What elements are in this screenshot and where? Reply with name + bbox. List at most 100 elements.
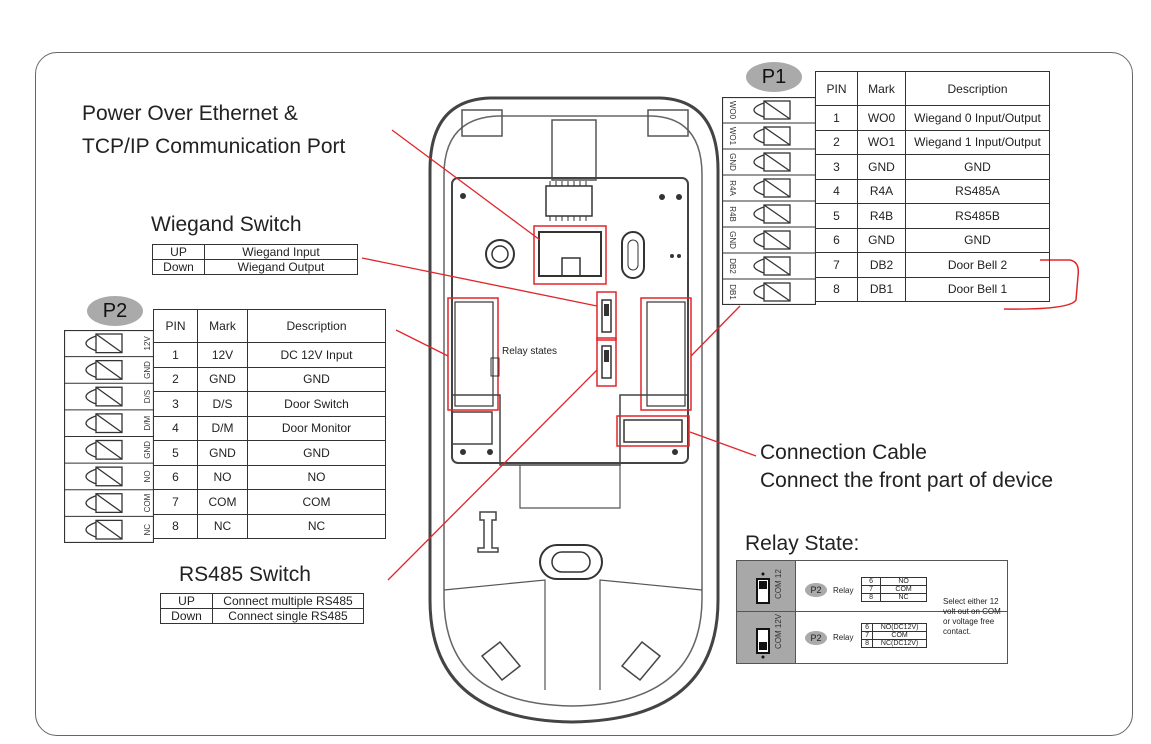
relay-states-small-label: Relay states [502, 346, 558, 357]
p2-cell-mark: D/S [197, 391, 248, 417]
p1-tag: P1 [746, 62, 802, 92]
p1-cell-pin: 2 [815, 129, 858, 155]
p1-cell-pin: 3 [815, 154, 858, 180]
p2-cell-mark: NC [197, 513, 248, 539]
connector-label: WO1 [728, 127, 737, 146]
connector-label: 12V [143, 336, 152, 351]
svg-text:COM 12V: COM 12V [774, 613, 783, 649]
p2-cell-desc: DC 12V Input [247, 342, 386, 368]
relay-note: Select either 12 volt out on COM or volt… [943, 597, 1001, 636]
p1-cell-mark: WO0 [857, 105, 906, 131]
connector-label: GND [728, 153, 737, 171]
connector-slot: 12V [64, 333, 154, 358]
connector-label: D/M [143, 416, 152, 431]
rs485-switch-label: RS485 Switch [179, 563, 311, 586]
poe-label-line2: TCP/IP Communication Port [82, 135, 346, 158]
p2-cell-mark: NO [197, 464, 248, 490]
p2-cell-mark: COM [197, 489, 248, 515]
p2-cell-desc: NC [247, 513, 386, 539]
p2-cell-pin: 3 [153, 391, 198, 417]
connector-slot: NO [64, 466, 154, 491]
table-row: UP Connect multiple RS485 [160, 593, 364, 609]
relay-jumpers: COM 12V COM 12V [756, 569, 783, 659]
p2-cell-mark: 12V [197, 342, 248, 368]
connector-label: WO0 [728, 101, 737, 120]
rs485-switch-table: UP Connect multiple RS485 Down Connect s… [160, 593, 364, 624]
connector-label: D/S [143, 390, 152, 403]
connector-slot: GND [64, 359, 154, 384]
p1-cell-desc: RS485B [905, 203, 1050, 229]
table-header-row: PIN Mark Description [153, 309, 386, 343]
p1-cell-desc: Wiegand 0 Input/Output [905, 105, 1050, 131]
table-row: Down Connect single RS485 [160, 608, 364, 624]
connector-label: GND [143, 441, 152, 459]
p1-cell-desc: Door Bell 1 [905, 276, 1050, 302]
p1-cell-desc: RS485A [905, 178, 1050, 204]
connection-cable-label: Connection Cable [760, 441, 927, 464]
wiegand-switch-table: UP Wiegand Input Down Wiegand Output [152, 244, 358, 275]
p1-cell-mark: GND [857, 154, 906, 180]
p2-cell-desc: Door Switch [247, 391, 386, 417]
table-row: Down Wiegand Output [152, 259, 358, 275]
table-header-row: PIN Mark Description [815, 71, 1050, 106]
connector-slot: DB2 [722, 256, 816, 280]
p1-cell-mark: R4A [857, 178, 906, 204]
p2-cell-pin: 1 [153, 342, 198, 368]
relay-p2-tag-top: P2 [805, 583, 827, 597]
connector-slot: R4B [722, 204, 816, 228]
p2-cell-pin: 5 [153, 440, 198, 466]
p2-tag: P2 [87, 296, 143, 326]
relay-state-title: Relay State: [745, 532, 860, 555]
p2-cell-desc: COM [247, 489, 386, 515]
pcb-board [451, 177, 689, 464]
relay-p2-tag-bottom: P2 [805, 631, 827, 645]
p2-cell-pin: 8 [153, 513, 198, 539]
connector-slot: D/M [64, 413, 154, 437]
p1-cell-pin: 7 [815, 252, 858, 278]
connector-slot: WO1 [722, 126, 816, 150]
device-casing [428, 96, 720, 724]
connector-slot: COM [64, 493, 154, 517]
p2-cell-pin: 6 [153, 464, 198, 490]
p1-cell-desc: Door Bell 2 [905, 252, 1050, 278]
connector-label: R4A [728, 180, 737, 196]
p2-cell-pin: 2 [153, 366, 198, 392]
p2-cell-desc: GND [247, 440, 386, 466]
p2-cell-mark: GND [197, 440, 248, 466]
connector-slot: GND [64, 439, 154, 464]
connector-label: GND [728, 231, 737, 249]
p1-cell-pin: 4 [815, 178, 858, 204]
connector-slot: NC [64, 519, 154, 543]
poe-label-line1: Power Over Ethernet & [82, 102, 298, 125]
p2-cell-desc: NO [247, 464, 386, 490]
connector-label: GND [143, 361, 152, 379]
table-row: UP Wiegand Input [152, 244, 358, 260]
relay-label-top: Relay [833, 586, 854, 595]
connection-cable-port [616, 415, 690, 447]
p1-cell-desc: GND [905, 154, 1050, 180]
p1-cell-pin: 6 [815, 227, 858, 253]
connector-label: DB2 [728, 258, 737, 274]
p1-cell-pin: 5 [815, 203, 858, 229]
p2-cell-mark: D/M [197, 415, 248, 441]
connector-slot: DB1 [722, 282, 816, 305]
p1-cell-mark: GND [857, 227, 906, 253]
p1-cell-mark: DB2 [857, 252, 906, 278]
connector-label: COM [143, 493, 152, 512]
relay-label-bottom: Relay [833, 633, 854, 642]
ethernet-port [538, 231, 602, 277]
